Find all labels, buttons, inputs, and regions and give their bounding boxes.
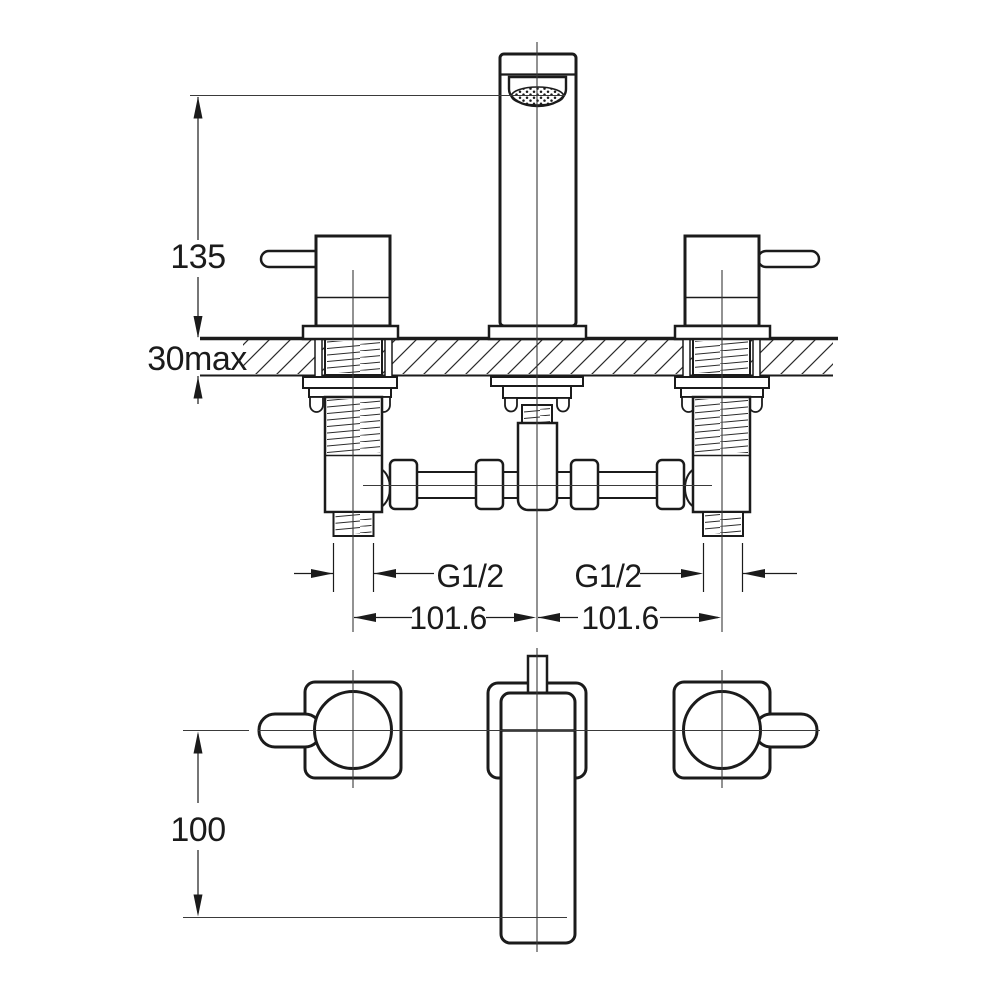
arrow-left-icon (743, 569, 765, 578)
dim-spacing-right: 101.6 (538, 600, 721, 636)
arrow-up-icon (193, 96, 203, 119)
arrow-up-icon (193, 731, 203, 754)
deck-thickness-label: 30max (147, 340, 247, 378)
outlet-thread-left-label: G1/2 (436, 558, 503, 594)
arrow-right-icon (699, 613, 721, 622)
supply-pipe-left (388, 458, 523, 511)
arrow-down-icon (193, 316, 203, 338)
plan-centerlines (183, 648, 820, 952)
right-handle-front (673, 234, 821, 341)
supply-pipe-right (551, 458, 686, 511)
outlet-thread-right-label: G1/2 (574, 558, 641, 594)
front-view: 135 30max G1/2 (147, 42, 838, 636)
left-handle-front (259, 234, 400, 341)
right-lever (756, 249, 821, 269)
front-centerlines (190, 42, 723, 632)
dim-deck-thickness: 30max (147, 340, 248, 404)
above-deck-fixtures (259, 52, 821, 341)
plan-fixtures (257, 654, 819, 945)
spout-body-plan (499, 691, 577, 945)
hole-spacing-right-label: 101.6 (581, 600, 659, 636)
arrow-right-icon (681, 569, 703, 578)
arrow-up-icon (193, 376, 203, 399)
dim-spout-height: 135 (170, 96, 226, 338)
arrow-right-icon (311, 569, 333, 578)
hole-spacing-left-label: 101.6 (409, 600, 487, 636)
front-dimensions: 135 30max G1/2 (147, 96, 797, 636)
dim-outlet-right: G1/2 (574, 543, 797, 594)
dim-spacing-left: 101.6 (354, 600, 536, 636)
arrow-right-icon (514, 613, 536, 622)
spout-reach-label: 100 (170, 811, 225, 849)
dim-spout-reach: 100 (170, 731, 226, 917)
plan-view: 100 (170, 648, 820, 952)
arrow-down-icon (193, 894, 203, 917)
spout-height-label: 135 (170, 238, 225, 276)
left-lever (259, 249, 324, 269)
spout-front (487, 52, 588, 341)
dim-outlet-left: G1/2 (294, 543, 504, 594)
spout-plan (486, 654, 588, 945)
arrow-left-icon (354, 613, 376, 622)
arrow-left-icon (374, 569, 396, 578)
left-valve-shank (302, 338, 398, 537)
arrow-left-icon (538, 613, 560, 622)
